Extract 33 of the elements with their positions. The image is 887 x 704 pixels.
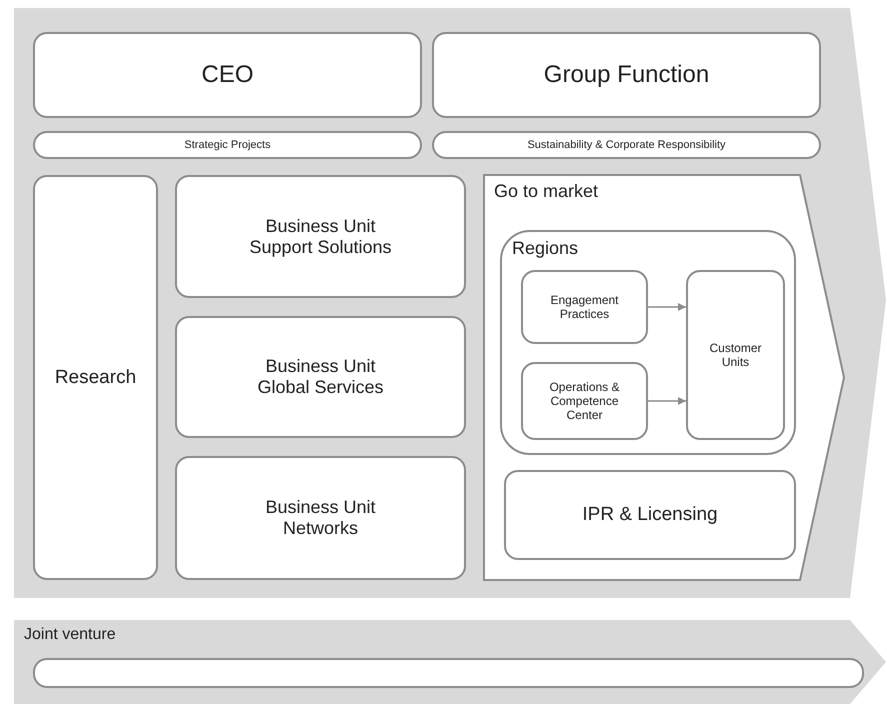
- process-box: [33, 32, 422, 118]
- node-label: Customer Units: [708, 341, 762, 369]
- node-label: Operations & Competence Center: [548, 380, 621, 422]
- chevron-panel: [484, 175, 844, 580]
- process-box: [33, 131, 422, 159]
- process-box: [432, 131, 821, 159]
- node-label: Group Function: [544, 61, 710, 89]
- node-label: Business Unit Global Services: [256, 356, 385, 398]
- node-label: IPR & Licensing: [582, 504, 718, 526]
- group-heading: Joint venture: [24, 626, 116, 644]
- group-heading: Go to market: [494, 181, 598, 202]
- node-label: Business Unit Networks: [264, 497, 377, 539]
- process-box: [175, 175, 466, 298]
- process-box: [33, 175, 158, 580]
- process-box: [521, 362, 648, 440]
- process-box: [686, 270, 785, 440]
- empty-box: [33, 658, 864, 688]
- node-label: Business Unit Support Solutions: [248, 216, 393, 258]
- node-label: Sustainability & Corporate Responsibility: [527, 139, 726, 151]
- node-label: CEO: [201, 61, 254, 89]
- group-heading: Regions: [512, 238, 578, 259]
- node-label: Research: [54, 366, 136, 388]
- process-box: [521, 270, 648, 344]
- process-box: [175, 456, 466, 580]
- process-box: [175, 316, 466, 438]
- chevron-band: [14, 620, 886, 704]
- process-box: [504, 470, 796, 560]
- group-box: [500, 230, 796, 455]
- arrow: [648, 303, 686, 311]
- arrow: [648, 397, 686, 405]
- node-label: Engagement Practices: [549, 293, 620, 321]
- node-label: Strategic Projects: [184, 139, 271, 151]
- process-box: [432, 32, 821, 118]
